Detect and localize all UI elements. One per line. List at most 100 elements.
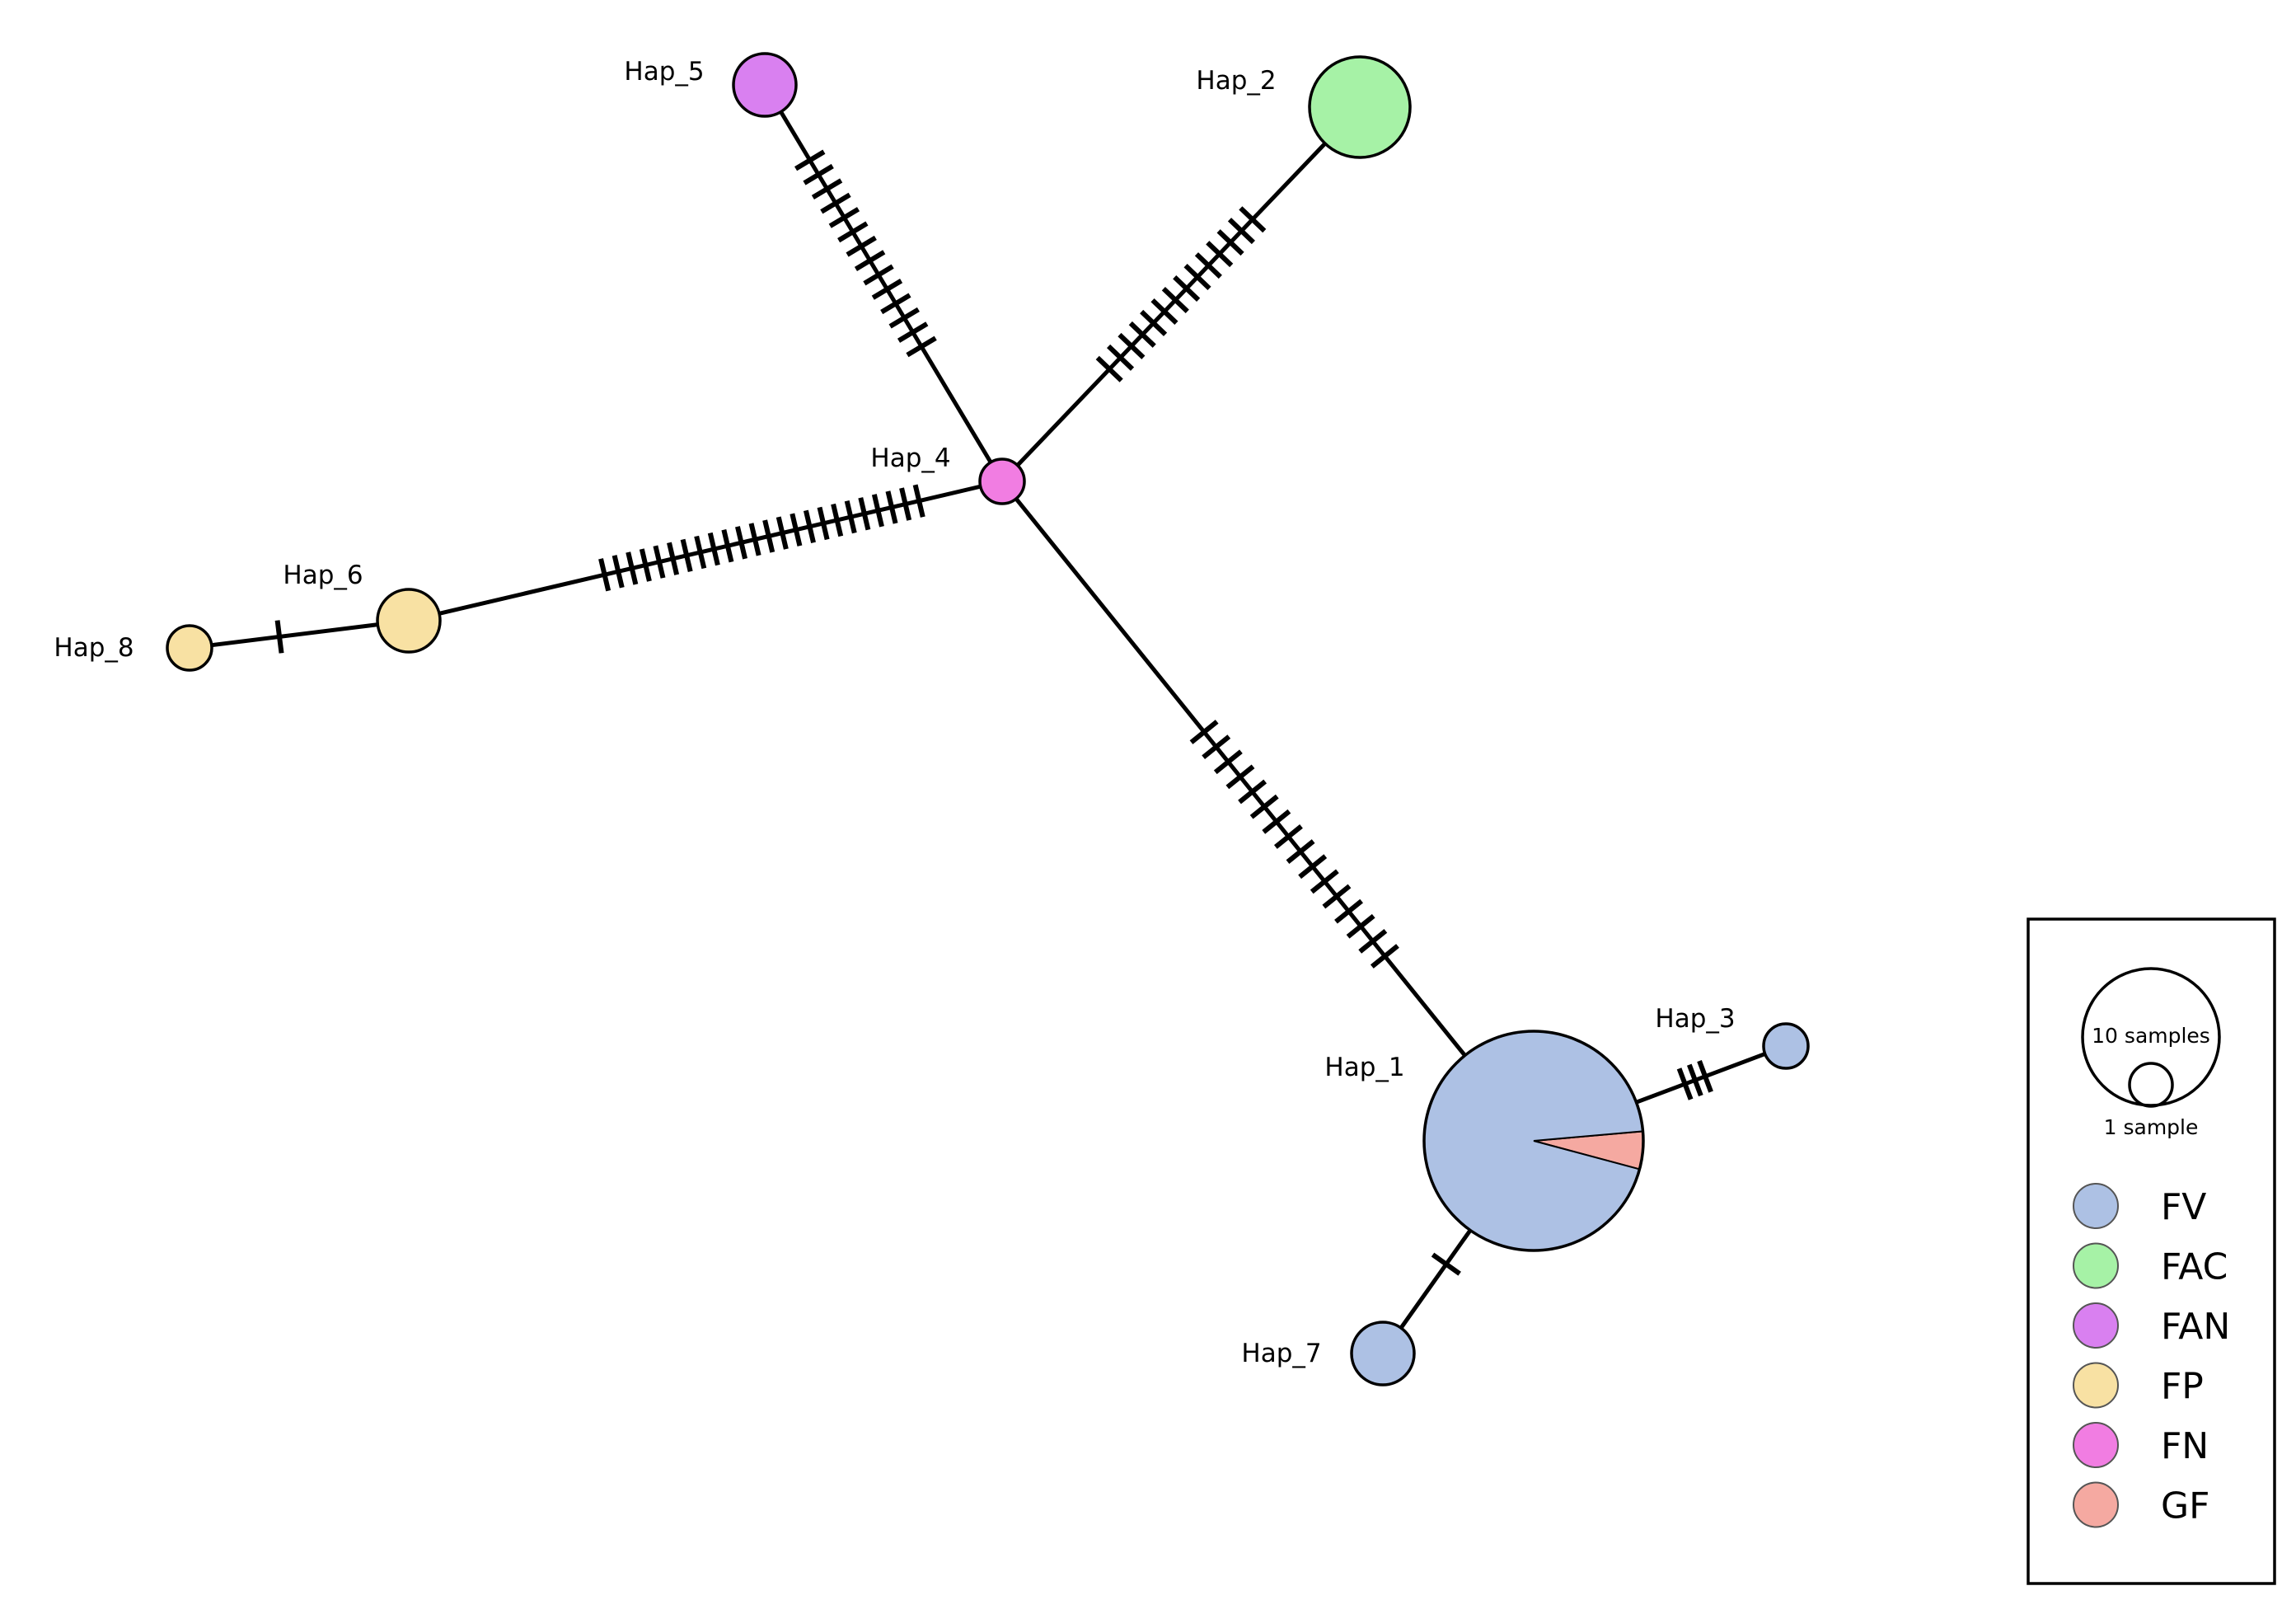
haplotype-label: Hap_2 <box>1196 66 1276 96</box>
legend-swatch <box>2073 1362 2119 1409</box>
mutation-tick <box>1216 229 1244 256</box>
mutation-tick <box>871 494 884 528</box>
mutation-tick <box>1194 252 1222 279</box>
haplotype-label: Hap_1 <box>1324 1053 1404 1082</box>
link-line <box>1000 480 1535 1142</box>
mutation-tick <box>611 555 625 589</box>
link-line <box>189 618 410 650</box>
mutation-tick <box>899 487 912 521</box>
haplotype-node <box>978 457 1026 505</box>
mutation-tick <box>1286 839 1315 864</box>
mutation-tick <box>748 523 761 556</box>
mutation-tick <box>1118 332 1146 359</box>
legend-item-FP: FP <box>2073 1362 2204 1409</box>
legend-box <box>2027 917 2276 1585</box>
network-edges <box>189 83 1787 1355</box>
mutation-tick <box>1334 898 1363 924</box>
mutation-tick <box>1298 854 1328 880</box>
haplotype-Hap_6: Hap_6 <box>283 561 442 654</box>
haplotype-node <box>732 52 798 118</box>
mutation-tick <box>1140 309 1168 336</box>
mutation-tick <box>897 321 929 343</box>
haplotype-label: Hap_8 <box>54 633 134 663</box>
mutation-tick <box>639 548 652 582</box>
mutation-tick <box>1697 1060 1713 1093</box>
link-Hap_4-Hap_6 <box>408 479 1003 623</box>
mutation-tick <box>817 506 830 541</box>
mutation-tick <box>775 516 789 550</box>
legend-swatch <box>2073 1302 2119 1349</box>
mutation-tick <box>844 500 857 534</box>
link-line <box>1000 106 1361 483</box>
mutation-tick <box>1161 286 1189 313</box>
mutation-tick <box>1095 355 1123 382</box>
mutation-tick <box>667 542 680 575</box>
haplotype-label: Hap_7 <box>1241 1339 1321 1368</box>
haplotype-node <box>376 588 442 654</box>
haplotype-Hap_1: Hap_1 <box>1324 1030 1645 1252</box>
haplotype-Hap_5: Hap_5 <box>624 52 798 118</box>
mutation-tick <box>912 484 925 518</box>
mutation-tick <box>811 178 843 200</box>
mutation-tick <box>871 279 903 300</box>
mutation-tick <box>1346 913 1375 939</box>
haplotype-label: Hap_3 <box>1655 1004 1735 1034</box>
legend-item-GF: GF <box>2073 1481 2209 1528</box>
mutation-tick <box>762 519 775 553</box>
mutation-tick <box>1150 298 1178 325</box>
legend-swatch <box>2073 1183 2119 1229</box>
haplotype-node <box>1350 1321 1416 1386</box>
mutation-tick <box>885 490 898 524</box>
mutation-tick <box>1173 275 1201 303</box>
mutation-tick <box>1206 241 1234 268</box>
legend-item-FAN: FAN <box>2073 1302 2230 1349</box>
haplotype-node <box>166 624 213 672</box>
mutation-tick <box>863 264 894 286</box>
link-Hap_6-Hap_8 <box>189 618 410 654</box>
link-Hap_4-Hap_5 <box>762 83 1005 483</box>
mutation-tick <box>837 221 869 243</box>
haplotype-Hap_7: Hap_7 <box>1241 1321 1416 1386</box>
mutation-tick <box>1189 720 1219 744</box>
mutation-tick <box>1202 734 1231 760</box>
mutation-tick <box>803 509 816 543</box>
haplotype-node <box>1308 55 1412 159</box>
size-label-1-sample: 1 sample <box>2104 1115 2199 1139</box>
legend-swatch <box>2073 1422 2119 1468</box>
mutation-tick <box>274 620 284 654</box>
mutation-tick <box>598 558 611 592</box>
mutation-tick <box>1183 264 1211 291</box>
mutation-tick <box>1676 1067 1694 1100</box>
legend-label: FP <box>2161 1366 2204 1408</box>
mutation-tick <box>1273 824 1303 849</box>
mutation-tick <box>790 513 803 547</box>
link-line <box>408 479 1003 623</box>
mutation-tick <box>626 551 639 585</box>
mutation-tick <box>1686 1063 1703 1097</box>
legend-label: FV <box>2161 1186 2206 1228</box>
haplotype-Hap_2: Hap_2 <box>1196 55 1412 159</box>
mutation-tick <box>820 192 851 214</box>
link-line <box>762 83 1005 483</box>
haplotype-Hap_8: Hap_8 <box>54 624 213 672</box>
legend-item-FN: FN <box>2073 1422 2209 1468</box>
haplotype-label: Hap_6 <box>283 561 363 590</box>
haplotype-Hap_4: Hap_4 <box>870 443 1026 505</box>
mutation-tick <box>694 535 707 570</box>
haplotype-label: Hap_4 <box>870 443 950 473</box>
mutation-tick <box>831 503 844 537</box>
mutation-tick <box>880 293 911 315</box>
mutation-tick <box>828 207 860 228</box>
mutation-tick <box>1225 764 1255 790</box>
mutation-tick <box>846 235 877 257</box>
mutation-tick <box>858 497 871 531</box>
legend-item-FAC: FAC <box>2073 1242 2228 1289</box>
mutation-tick <box>1431 1252 1461 1276</box>
mutation-tick <box>735 526 748 560</box>
size-ring-1-sample <box>2128 1062 2174 1108</box>
mutation-tick <box>1239 206 1267 233</box>
mutation-tick <box>1249 794 1279 819</box>
mutation-tick <box>653 545 666 579</box>
